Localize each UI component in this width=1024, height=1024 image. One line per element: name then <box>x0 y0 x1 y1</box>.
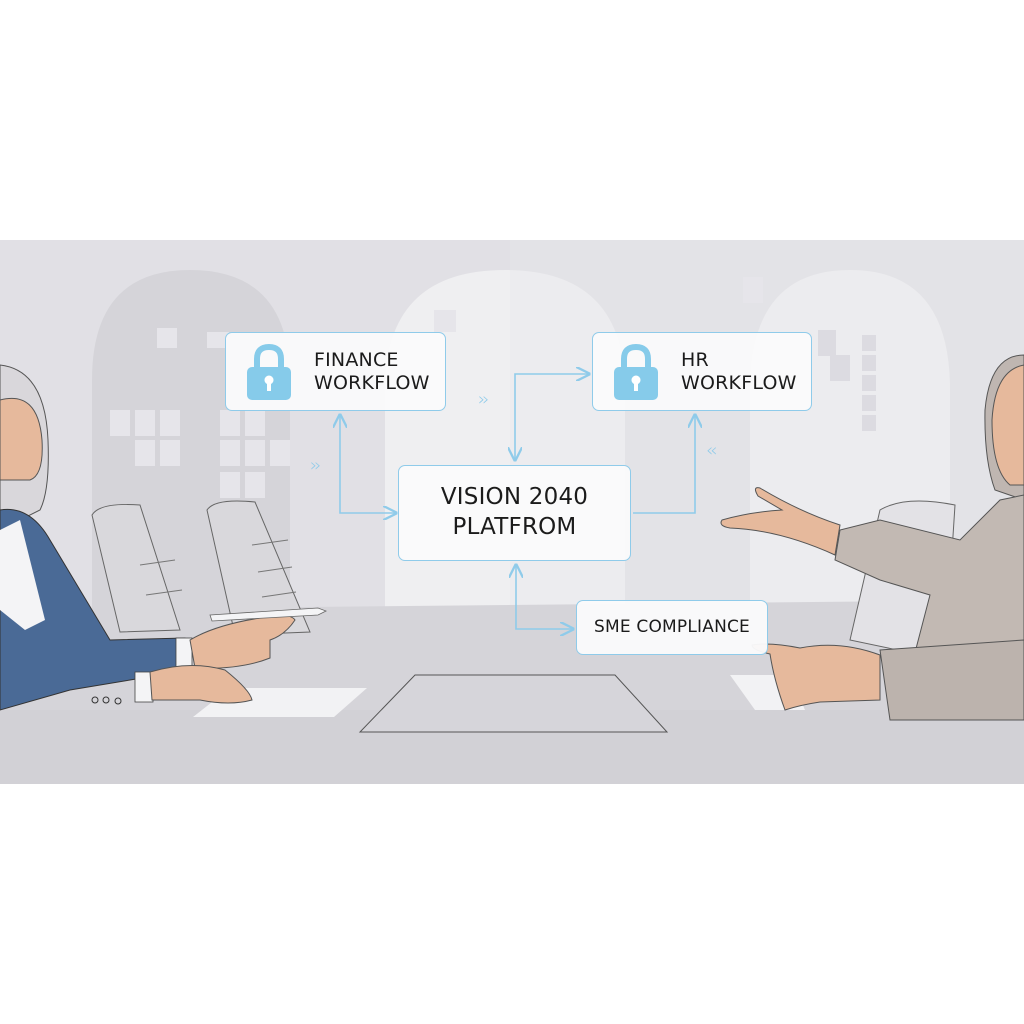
finance-workflow-label: FINANCE WORKFLOW <box>314 349 430 395</box>
finance-label-line1: FINANCE <box>314 348 399 371</box>
right-person <box>720 354 1024 721</box>
platform-label-line1: VISION 2040 <box>440 484 589 511</box>
finance-workflow-node[interactable]: FINANCE WORKFLOW <box>225 332 446 411</box>
flow-chevron-right-icon: ›› <box>310 455 322 476</box>
lock-icon <box>247 343 291 400</box>
hr-workflow-node[interactable]: HR WORKFLOW <box>592 332 812 411</box>
vision-2040-platform-node[interactable]: VISION 2040 PLATFROM <box>398 465 631 561</box>
hr-workflow-label: HR WORKFLOW <box>681 349 797 395</box>
sme-compliance-label: SME COMPLIANCE <box>593 617 751 638</box>
platform-label: VISION 2040 PLATFROM <box>441 483 588 543</box>
left-person <box>0 364 327 711</box>
hr-label-line2: WORKFLOW <box>681 371 797 394</box>
sme-compliance-node[interactable]: SME COMPLIANCE <box>576 600 768 655</box>
flow-chevron-left-icon: ‹‹ <box>706 440 718 461</box>
lock-icon <box>614 343 658 400</box>
flow-chevron-right-icon: ›› <box>478 389 490 410</box>
finance-label-line2: WORKFLOW <box>314 371 430 394</box>
hr-label-line1: HR <box>681 348 709 371</box>
platform-label-line2: PLATFROM <box>452 514 577 540</box>
